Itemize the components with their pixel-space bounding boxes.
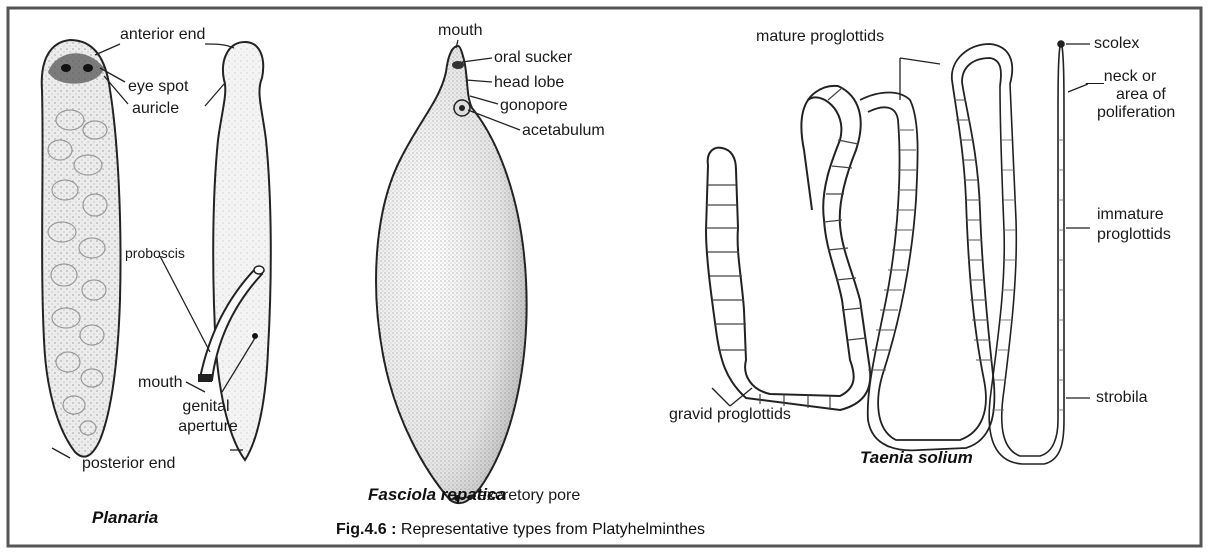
label-mature-proglottids: mature proglottids	[756, 28, 884, 46]
label-fasciola-mouth: mouth	[438, 22, 482, 40]
taenia-gravid-segment	[706, 86, 870, 410]
figure-caption: Fig.4.6 : Representative types from Plat…	[336, 521, 705, 539]
planaria-title: Planaria	[92, 508, 158, 528]
caption-text: Representative types from Platyhelminthe…	[396, 521, 705, 538]
label-strobila: strobila	[1096, 389, 1148, 407]
label-gonopore: gonopore	[500, 97, 568, 115]
taenia-title: Taenia solium	[860, 448, 973, 468]
label-head-lobe: head lobe	[494, 74, 564, 92]
taenia-leaders	[712, 44, 1090, 406]
taenia-mature-segment	[860, 44, 1012, 450]
taenia-immature-segment	[989, 41, 1064, 464]
label-neck-line2: area of	[1116, 86, 1166, 104]
label-immature-line1: immature	[1097, 206, 1164, 224]
label-auricle: auricle	[132, 100, 179, 118]
label-aperture: aperture	[172, 418, 244, 436]
label-eye-spot: eye spot	[128, 78, 188, 96]
label-gravid-proglottids: gravid proglottids	[669, 406, 791, 424]
label-genital: genital	[176, 398, 236, 416]
label-anterior-end: anterior end	[120, 26, 205, 44]
label-neck-line3: poliferation	[1097, 104, 1175, 122]
label-posterior-end: posterior end	[82, 455, 175, 473]
planaria-left-specimen	[42, 40, 121, 457]
label-proboscis: proboscis	[125, 244, 185, 262]
label-scolex: scolex	[1094, 35, 1139, 53]
fasciola-title: Fasciola repatica	[368, 485, 506, 505]
label-neck-line1: __neck or	[1086, 68, 1156, 86]
caption-label: Fig.4.6 :	[336, 521, 396, 538]
label-immature-line2: proglottids	[1097, 226, 1171, 244]
label-acetabulum: acetabulum	[522, 122, 605, 140]
label-planaria-mouth: mouth	[138, 374, 182, 392]
label-oral-sucker: oral sucker	[494, 49, 572, 67]
